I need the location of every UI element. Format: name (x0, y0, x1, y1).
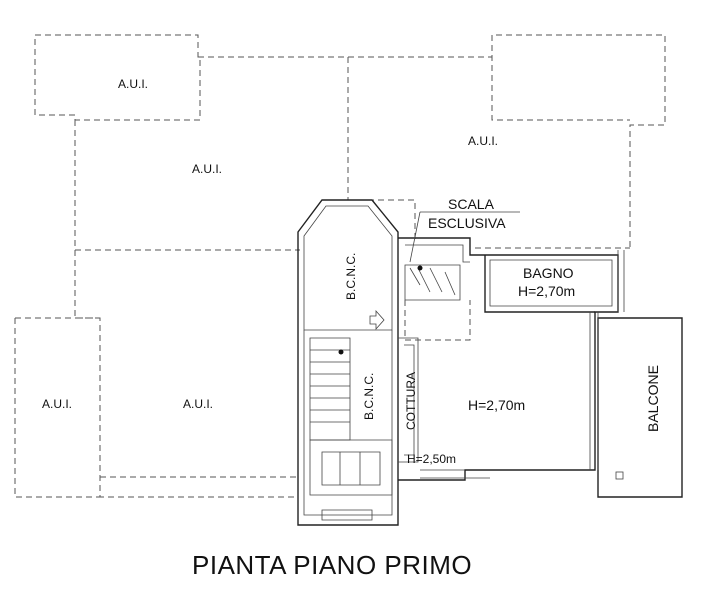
label-aui-bottom-mid: A.U.I. (183, 397, 213, 411)
label-scala: SCALA (448, 196, 495, 212)
label-aui-top-right: A.U.I. (468, 134, 498, 148)
label-aui-top-left: A.U.I. (118, 77, 148, 91)
label-bagno-height: H=2,70m (518, 283, 575, 299)
balcony (589, 312, 683, 498)
label-esclusiva: ESCLUSIVA (428, 215, 506, 231)
scala-leader (409, 211, 520, 263)
label-balcone: BALCONE (645, 365, 661, 432)
plan-title: PIANTA PIANO PRIMO (192, 550, 472, 580)
label-height-low: H=2,50m (407, 452, 456, 466)
private-stair (404, 264, 461, 301)
entry-arrow-icon (369, 309, 385, 331)
label-bagno: BAGNO (523, 265, 574, 281)
label-aui-mid-left: A.U.I. (192, 162, 222, 176)
neighbour-units-outline (14, 34, 666, 498)
stair-treads (309, 337, 393, 496)
label-aui-bottom-left: A.U.I. (42, 397, 72, 411)
stair-tower (297, 199, 399, 526)
label-cottura: COTTURA (404, 372, 418, 430)
apartment-outline (398, 237, 625, 481)
label-bcnc-lower: B.C.N.C. (362, 373, 376, 420)
label-bcnc-upper: B.C.N.C. (344, 253, 358, 300)
label-room-height: H=2,70m (468, 397, 525, 413)
